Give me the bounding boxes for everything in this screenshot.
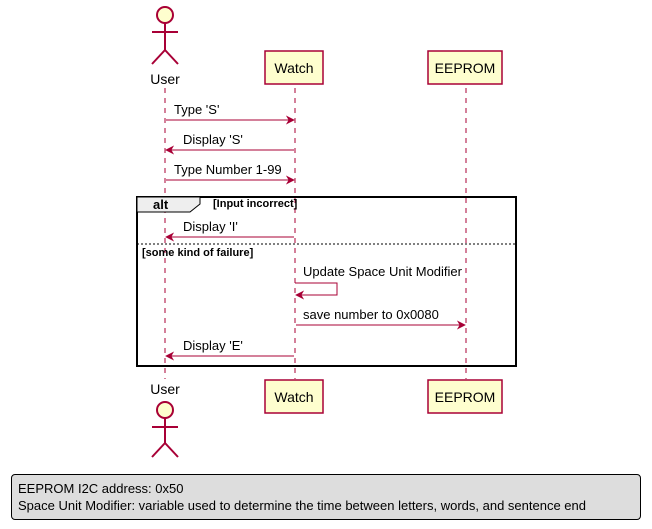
participant-watch-bottom-label: Watch <box>274 389 313 405</box>
message-type-s-label: Type 'S' <box>174 102 219 117</box>
message-display-e-label: Display 'E' <box>183 338 243 353</box>
actor-user-bottom-label: User <box>150 381 180 397</box>
message-type-number-label: Type Number 1-99 <box>174 162 282 177</box>
actor-user-bottom[interactable]: User <box>150 381 180 458</box>
legend-note: EEPROM I2C address: 0x50 Space Unit Modi… <box>11 474 641 520</box>
message-save-number-label: save number to 0x0080 <box>303 307 439 322</box>
message-update-modifier-label: Update Space Unit Modifier <box>303 264 463 279</box>
participant-watch-top[interactable]: Watch <box>264 50 324 85</box>
participant-watch-top-label: Watch <box>274 60 313 76</box>
participant-eeprom-bottom[interactable]: EEPROM <box>427 379 503 414</box>
message-display-i-label: Display 'I' <box>183 219 238 234</box>
participant-eeprom-top[interactable]: EEPROM <box>427 50 503 85</box>
message-update-modifier-arrow <box>295 282 338 300</box>
participant-eeprom-bottom-label: EEPROM <box>435 389 496 405</box>
actor-user-top-label: User <box>150 71 180 87</box>
participant-eeprom-top-label: EEPROM <box>435 60 496 76</box>
legend-line-1: EEPROM I2C address: 0x50 <box>18 481 184 496</box>
alt-condition-2: [some kind of failure] <box>142 247 254 259</box>
alt-fragment: alt [Input incorrect] [some kind of fail… <box>136 196 517 367</box>
actor-user-top[interactable]: User <box>150 6 180 87</box>
alt-keyword: alt <box>153 197 169 212</box>
message-display-s-label: Display 'S' <box>183 132 243 147</box>
legend-line-2: Space Unit Modifier: variable used to de… <box>18 498 586 513</box>
participant-watch-bottom[interactable]: Watch <box>264 379 324 414</box>
alt-condition-1: [Input incorrect] <box>213 198 298 210</box>
